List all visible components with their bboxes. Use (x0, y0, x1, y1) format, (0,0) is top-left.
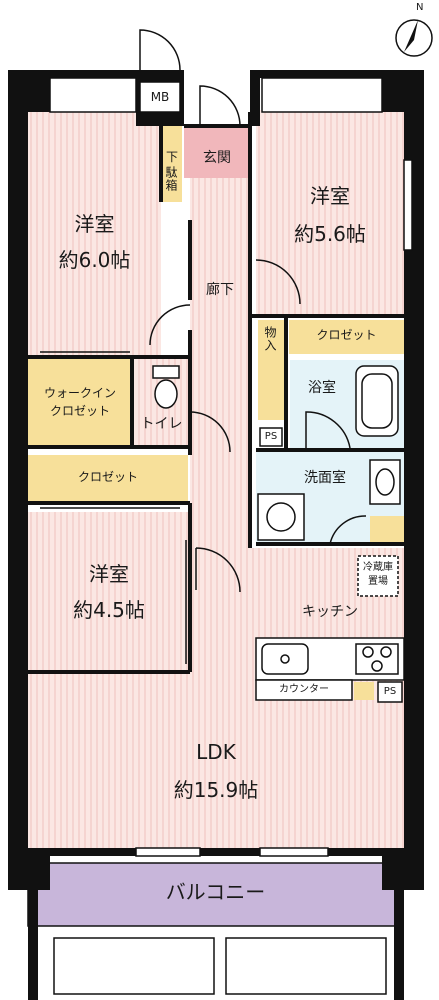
shoe-cabinet (162, 124, 182, 202)
room-45-size: 約4.5帖 (73, 598, 145, 622)
bath-door (305, 411, 351, 449)
room-6-name: 洋室 (74, 212, 115, 236)
kitchen-label: キッチン (302, 604, 358, 620)
toilet-label: トイレ (140, 416, 183, 432)
fridge-label-1: 冷蔵庫 (363, 562, 393, 573)
monoire-label: 物入 (263, 326, 277, 352)
closet-lower-area (28, 455, 188, 501)
ps-lower-box (377, 681, 403, 703)
entrance-area (184, 126, 250, 178)
room-6-size: 約6.0帖 (58, 248, 131, 272)
ldk-name: LDK (196, 740, 236, 764)
room56-door (255, 259, 301, 305)
walkin-label-1: ウォークイン (43, 386, 116, 400)
ldk-size: 約15.9帖 (173, 778, 259, 802)
fixtures (139, 81, 405, 703)
closet-upper-label: クロゼット (316, 328, 377, 342)
ps-lower-label: PS (383, 686, 397, 697)
washroom-label: 洗面室 (304, 470, 346, 486)
washroom-storage (370, 516, 404, 542)
ps-upper-label: PS (264, 431, 278, 442)
floor-yoshitsu-56 (256, 110, 404, 315)
north-label: N (416, 2, 424, 13)
toilet-bowl (154, 379, 178, 409)
fridge-space (357, 555, 399, 597)
shoe-cabinet-label-2: 駄箱 (164, 166, 178, 192)
closet-upper-right-area (289, 320, 404, 354)
counter-bar (255, 679, 353, 701)
balcony-label: バルコニー (165, 880, 266, 904)
door-swings (139, 29, 367, 593)
walk-in-closet-area (28, 358, 132, 446)
corridor-label: 廊下 (206, 282, 234, 298)
floor-corridor (190, 178, 250, 550)
ps-lower-area (354, 682, 374, 700)
walkin-label-2: クロゼット (49, 404, 110, 418)
mb-box (139, 81, 181, 113)
room45-door (195, 547, 241, 593)
floor-areas (28, 110, 404, 848)
balcony-area (27, 862, 404, 927)
room-56-name: 洋室 (310, 184, 350, 208)
shoe-cabinet-label-1: 下 (165, 150, 178, 164)
bathroom-label: 浴室 (308, 380, 336, 396)
closet-lower-label: クロゼット (77, 470, 138, 484)
fridge-label-2: 置場 (368, 576, 388, 587)
toilet-door (189, 411, 231, 453)
north-arrow-icon (395, 19, 433, 57)
balcony-railing (53, 937, 387, 995)
ps-upper-box (259, 427, 283, 447)
toilet-tank (152, 365, 180, 379)
genkan-label: 玄関 (203, 150, 231, 166)
counter-label: カウンター (279, 684, 329, 695)
room6-door (149, 304, 191, 346)
storage-monoire-area (258, 320, 284, 420)
mb-label: MB (150, 90, 170, 104)
room-45-name: 洋室 (89, 562, 129, 586)
entrance-door (199, 85, 241, 127)
floor-yoshitsu-6 (28, 112, 161, 357)
wash-door (329, 515, 367, 545)
mb-door (139, 29, 181, 71)
closet-rails (40, 351, 187, 664)
room-56-size: 約5.6帖 (294, 222, 366, 246)
windows (49, 77, 413, 857)
